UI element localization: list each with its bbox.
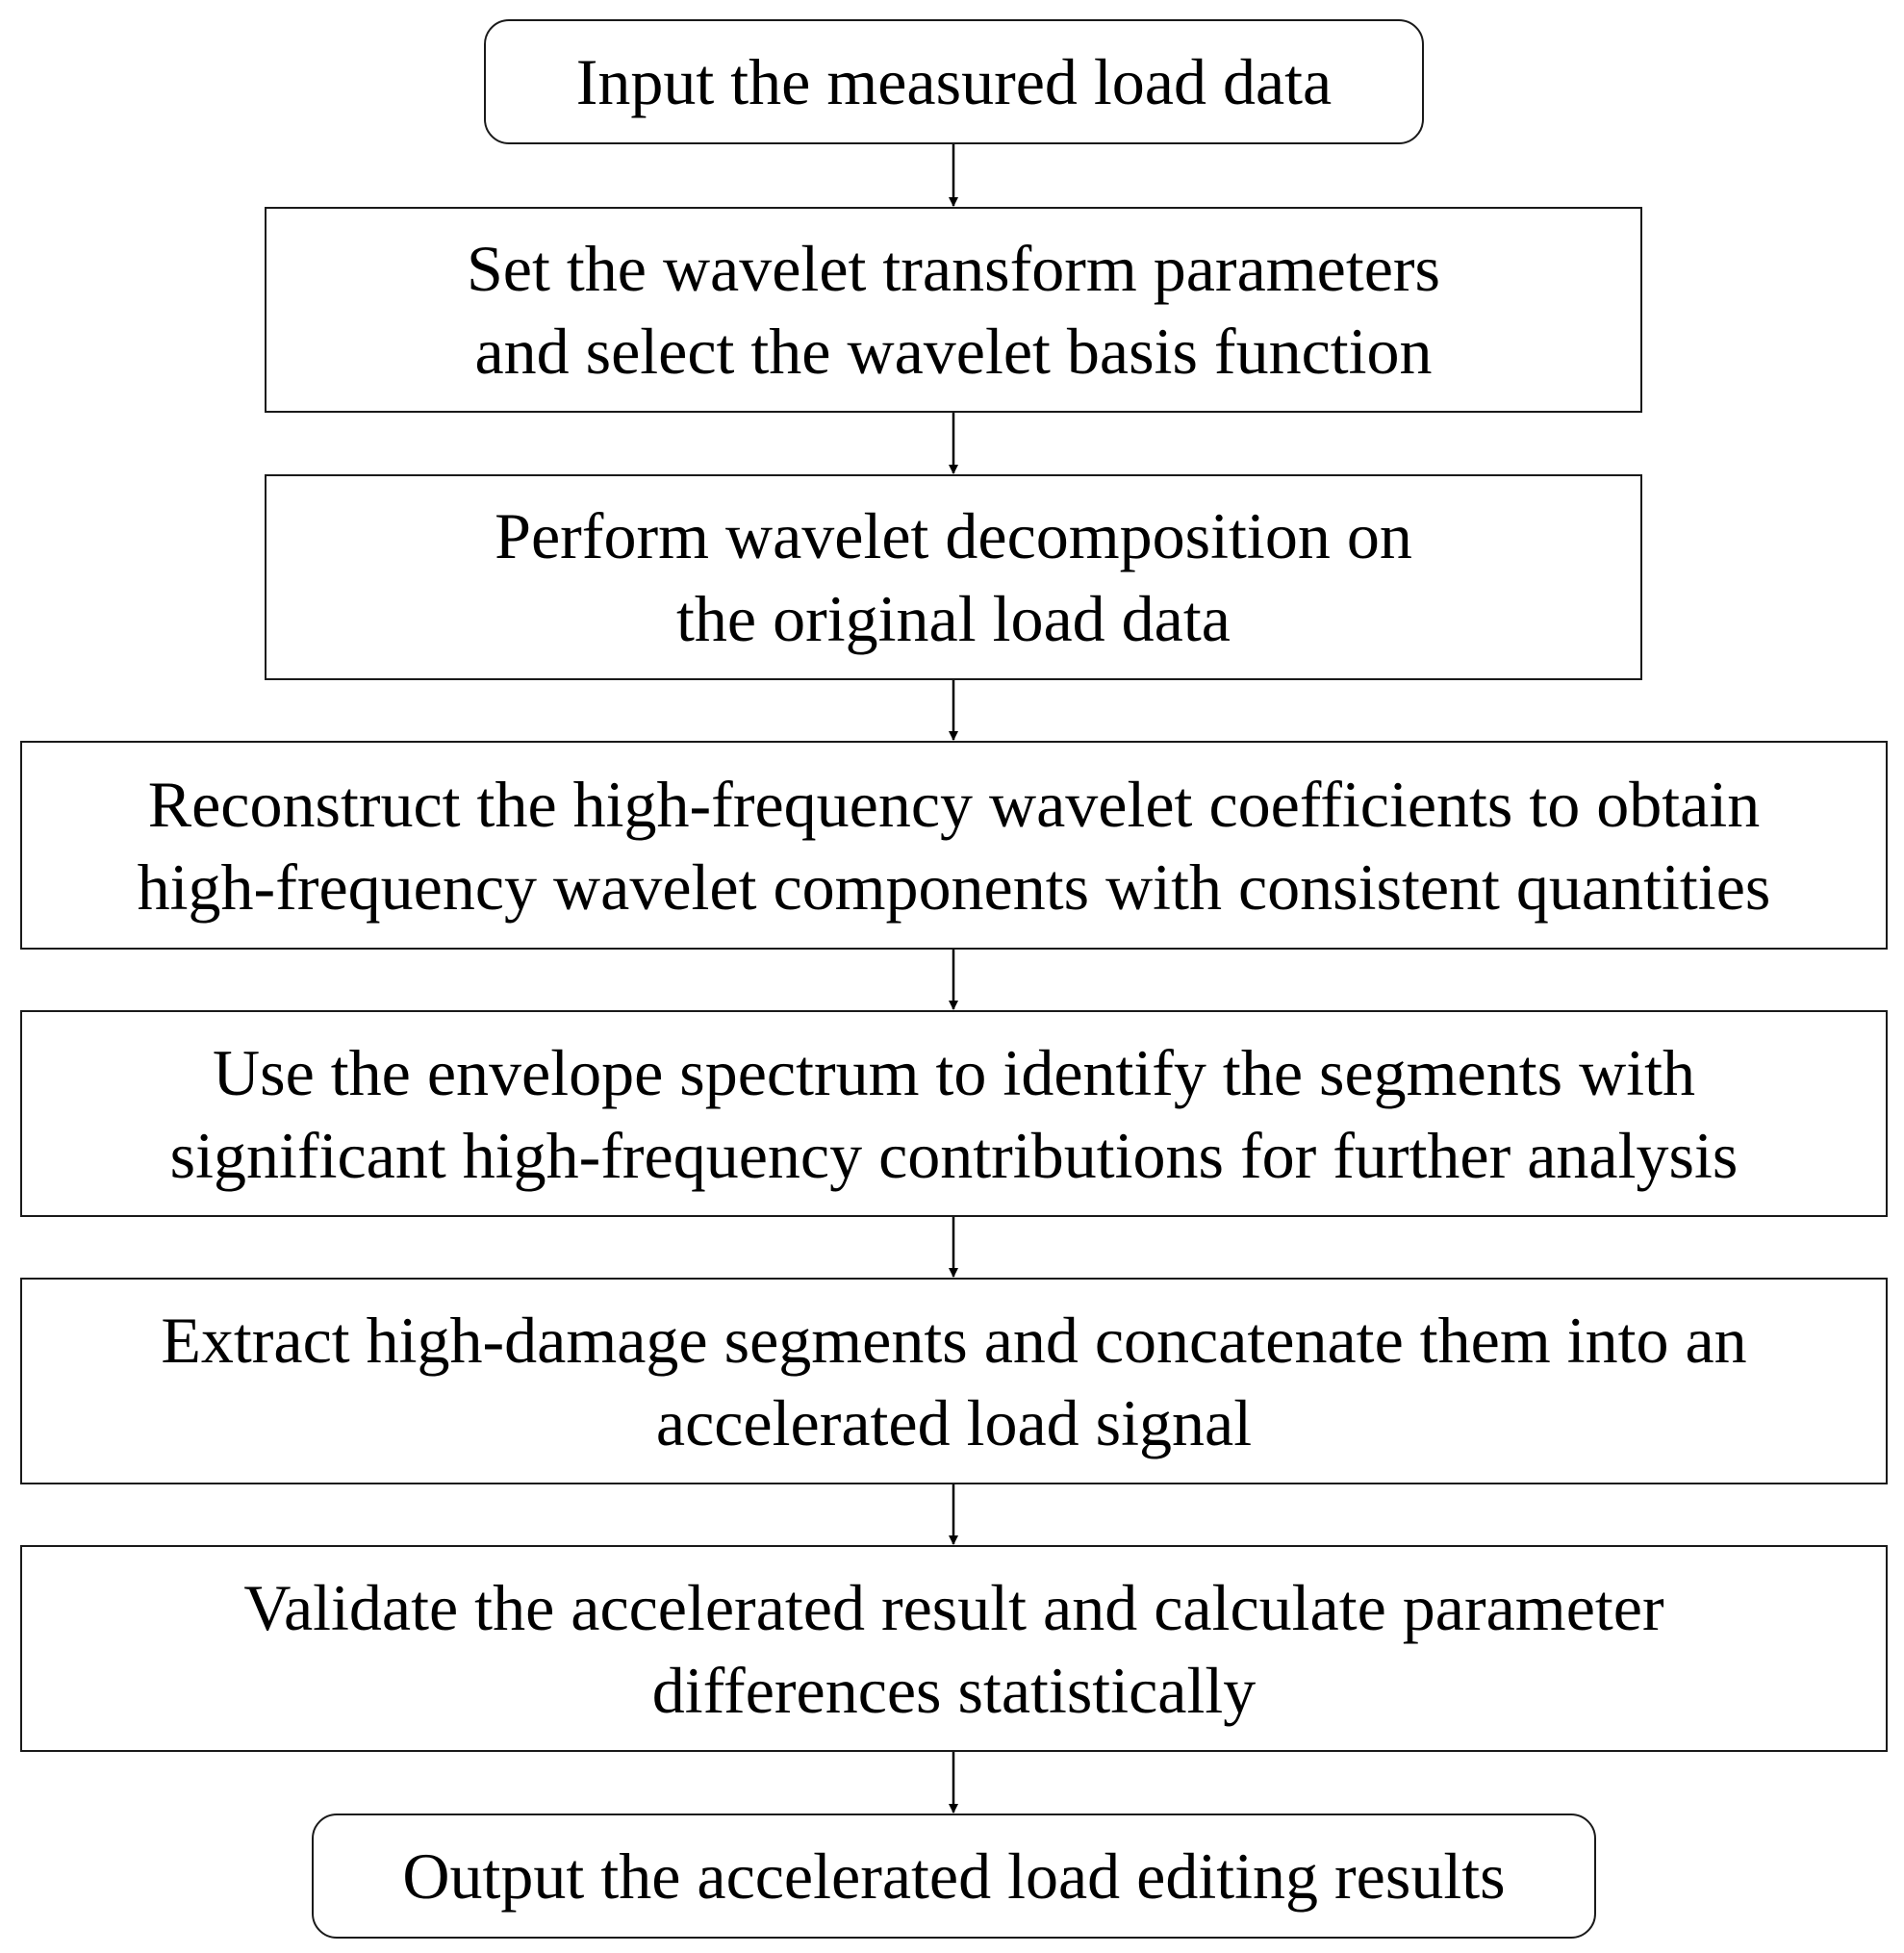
process-node-set-parameters: Set the wavelet transform parameters and… [265,207,1642,413]
process-node-decomposition-line-1: Perform wavelet decomposition on [495,499,1412,572]
start-node: Input the measured load data [484,19,1424,144]
process-node-envelope-spectrum-line-1: Use the envelope spectrum to identify th… [213,1035,1695,1109]
process-node-extract-segments: Extract high-damage segments and concate… [20,1278,1888,1484]
process-node-reconstruct-line-1: Reconstruct the high-frequency wavelet c… [147,767,1761,841]
process-node-extract-segments-line-2: accelerated load signal [655,1385,1253,1459]
process-node-decomposition: Perform wavelet decomposition on the ori… [265,474,1642,680]
process-node-decomposition-line-2: the original load data [676,582,1231,655]
end-node-line-1: Output the accelerated load editing resu… [402,1839,1506,1913]
process-node-reconstruct-line-2: high-frequency wavelet components with c… [137,850,1771,924]
process-node-envelope-spectrum: Use the envelope spectrum to identify th… [20,1010,1888,1217]
process-node-set-parameters-line-2: and select the wavelet basis function [474,315,1433,388]
process-node-validate-line-1: Validate the accelerated result and calc… [243,1570,1664,1644]
process-node-validate: Validate the accelerated result and calc… [20,1545,1888,1752]
process-node-extract-segments-line-1: Extract high-damage segments and concate… [161,1303,1747,1377]
end-node: Output the accelerated load editing resu… [312,1814,1596,1939]
process-node-validate-line-2: differences statistically [651,1653,1257,1727]
process-node-reconstruct: Reconstruct the high-frequency wavelet c… [20,741,1888,950]
start-node-line-1: Input the measured load data [575,45,1333,118]
process-node-set-parameters-line-1: Set the wavelet transform parameters [466,232,1441,305]
process-node-envelope-spectrum-line-2: significant high-frequency contributions… [169,1118,1739,1192]
